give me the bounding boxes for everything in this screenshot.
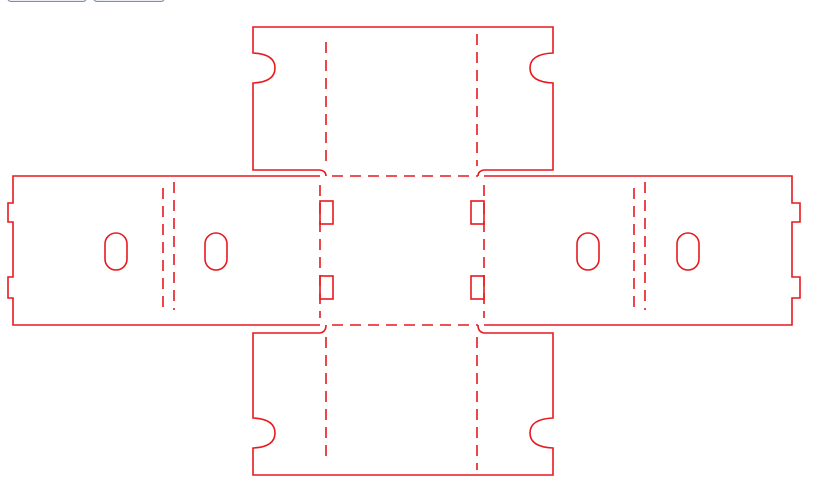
left-panel-notch-bottom [319, 324, 327, 334]
right-panel-notch-bottom [477, 324, 485, 334]
bottom-flap-outline [252, 332, 554, 476]
right-panel-outline [484, 175, 801, 326]
hand-hole-4 [676, 232, 700, 271]
slot-right-lower [470, 275, 485, 300]
top-flap-outline [252, 26, 554, 171]
slot-left-upper [319, 200, 334, 225]
slot-left-lower [319, 275, 334, 300]
hand-hole-3 [576, 232, 600, 271]
slot-right-upper [470, 200, 485, 225]
right-panel-notch-top [477, 169, 485, 177]
left-panel-outline [7, 175, 320, 326]
left-panel-notch-top [319, 169, 327, 177]
hand-hole-2 [204, 232, 228, 271]
hand-hole-1 [104, 232, 128, 271]
